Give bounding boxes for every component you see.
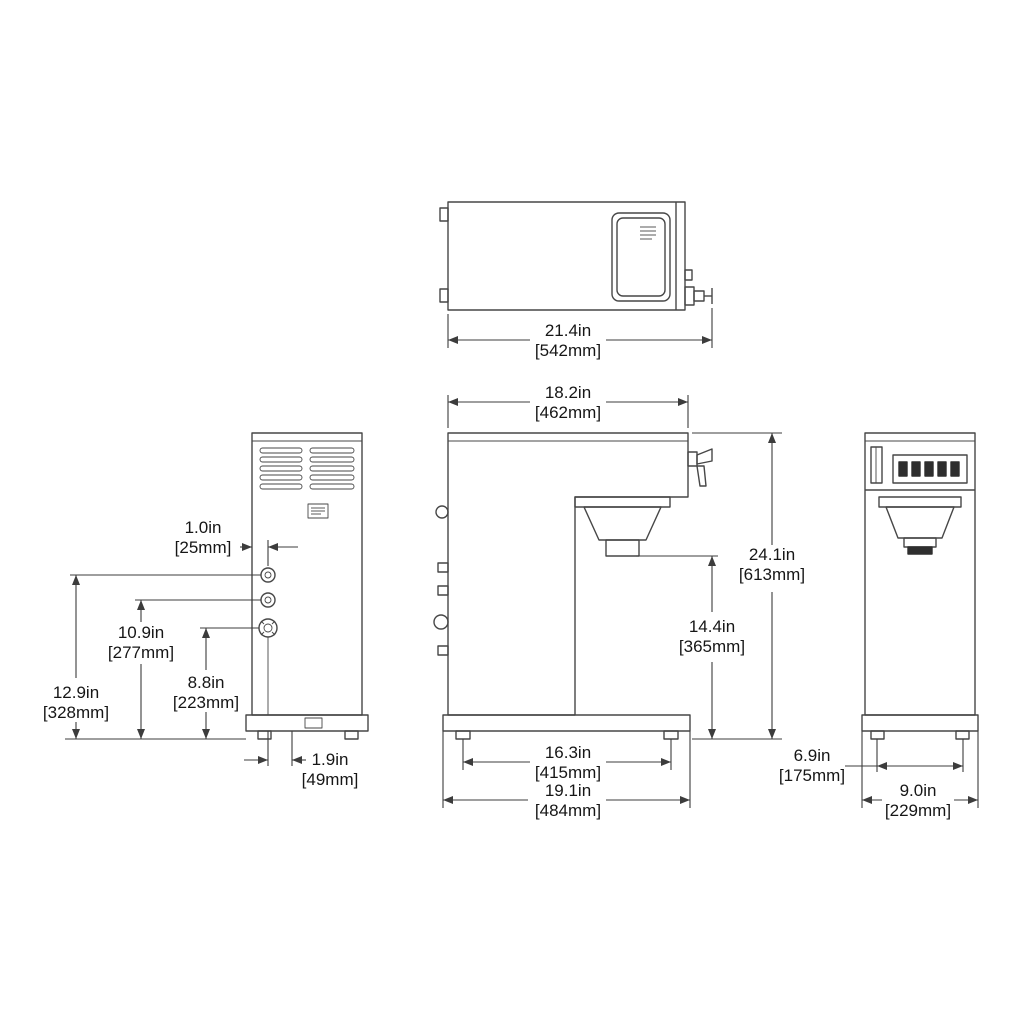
foot <box>870 730 885 740</box>
dim-fitting-height-low-mm: [223mm] <box>173 693 239 712</box>
top-view-body <box>447 201 686 311</box>
faucet-top <box>684 269 713 306</box>
brew-funnel-front <box>878 496 962 555</box>
dim-foot-span-depth-in: 16.3in <box>545 743 591 762</box>
dim-fitting-height-low: 8.8in [223mm] <box>173 627 259 739</box>
brew-funnel-side <box>574 496 671 557</box>
dim-overall-height-mm: [613mm] <box>739 565 805 584</box>
dim-overall-height-in: 24.1in <box>749 545 795 564</box>
dim-drain-offset: 1.9in [49mm] <box>244 731 358 789</box>
side-view <box>433 432 713 740</box>
switch <box>950 461 960 477</box>
dim-body-depth: 18.2in [462mm] <box>447 383 689 428</box>
vent-slots <box>259 447 355 490</box>
switch <box>924 461 934 477</box>
top-view <box>439 201 713 311</box>
brand-label <box>307 503 329 519</box>
dim-foot-span-depth: 16.3in [415mm] <box>462 739 672 782</box>
side-base <box>442 714 691 740</box>
dim-fitting-offset: 1.0in [25mm] <box>175 518 298 566</box>
dim-overall-width: 9.0in [229mm] <box>861 731 979 820</box>
dim-base-depth-mm: [484mm] <box>535 801 601 820</box>
dim-foot-span-width-mm: [175mm] <box>779 766 845 785</box>
dim-base-depth: 19.1in [484mm] <box>442 731 691 820</box>
faucet-side <box>687 448 713 487</box>
switch <box>937 461 947 477</box>
dim-foot-span-width-in: 6.9in <box>794 746 831 765</box>
rear-view <box>245 432 369 740</box>
dim-fitting-height-mid-in: 10.9in <box>118 623 164 642</box>
top-view-lid <box>611 212 671 302</box>
funnel-handle <box>907 546 933 555</box>
dim-fitting-height-top-mm: [328mm] <box>43 703 109 722</box>
side-fittings <box>433 505 449 656</box>
front-base <box>861 714 979 740</box>
dim-base-depth-in: 19.1in <box>545 781 591 800</box>
dim-overall-width-in: 9.0in <box>900 781 937 800</box>
dim-foot-span-width: 6.9in [175mm] <box>779 739 964 785</box>
dim-overall-depth: 21.4in [542mm] <box>447 308 713 360</box>
sight-gauge <box>870 446 883 484</box>
dim-funnel-clearance-in: 14.4in <box>689 617 735 636</box>
dim-drain-offset-mm: [49mm] <box>302 770 359 789</box>
dim-body-depth-in: 18.2in <box>545 383 591 402</box>
foot <box>955 730 970 740</box>
dim-overall-depth-mm: [542mm] <box>535 341 601 360</box>
dim-overall-width-mm: [229mm] <box>885 801 951 820</box>
foot <box>663 730 679 740</box>
switch <box>911 461 921 477</box>
foot <box>257 730 272 740</box>
dim-fitting-height-mid: 10.9in [277mm] <box>108 599 261 739</box>
dim-foot-span-depth-mm: [415mm] <box>535 763 601 782</box>
switch <box>898 461 908 477</box>
dim-fitting-height-top-in: 12.9in <box>53 683 99 702</box>
dim-funnel-clearance: 14.4in [365mm] <box>636 555 745 739</box>
mount-tab <box>439 207 449 222</box>
dim-drain-offset-in: 1.9in <box>312 750 349 769</box>
rear-base <box>245 714 369 740</box>
front-view <box>861 432 979 740</box>
dim-overall-height: 24.1in [613mm] <box>692 432 805 740</box>
dim-fitting-height-low-in: 8.8in <box>188 673 225 692</box>
foot <box>455 730 471 740</box>
lid-label <box>640 226 656 240</box>
side-view-body <box>447 432 689 716</box>
dim-overall-depth-in: 21.4in <box>545 321 591 340</box>
switch-panel <box>892 454 968 484</box>
foot <box>344 730 359 740</box>
mount-tab <box>439 288 449 303</box>
outlet <box>304 717 323 729</box>
dim-fitting-height-top: 12.9in [328mm] <box>43 574 261 740</box>
dim-body-depth-mm: [462mm] <box>535 403 601 422</box>
dim-fitting-offset-mm: [25mm] <box>175 538 232 557</box>
dim-fitting-height-mid-mm: [277mm] <box>108 643 174 662</box>
rear-fittings <box>258 567 278 638</box>
dim-funnel-clearance-mm: [365mm] <box>679 637 745 656</box>
dim-fitting-offset-in: 1.0in <box>185 518 222 537</box>
